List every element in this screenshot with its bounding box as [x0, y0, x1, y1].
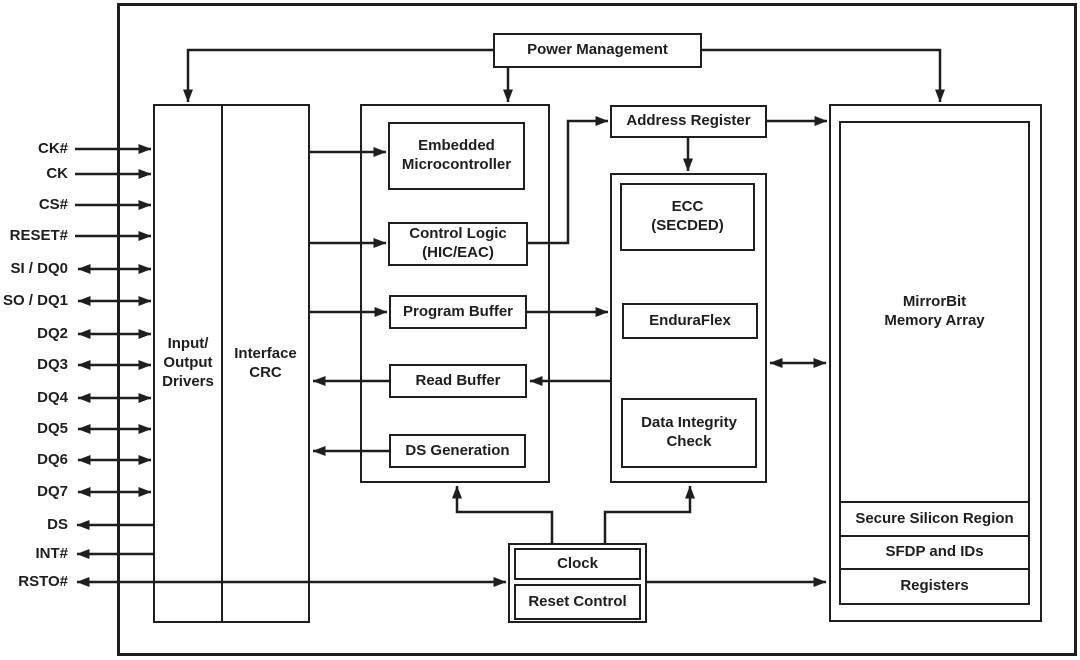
pin-label-dq3: DQ3 — [37, 356, 68, 373]
block-ecc-secded: ECC (SECDED) — [620, 183, 755, 251]
pin-label-so-dq1: SO / DQ1 — [2, 292, 68, 309]
block-enduraflex: EnduraFlex — [622, 303, 758, 339]
block-program-buffer: Program Buffer — [389, 295, 527, 329]
block-reset-control: Reset Control — [514, 584, 641, 620]
pin-label-ck: CK — [46, 165, 68, 182]
pin-label-rsto-n: RSTO# — [18, 573, 68, 590]
pin-label-dq4: DQ4 — [37, 389, 68, 406]
pin-label-dq6: DQ6 — [37, 451, 68, 468]
block-mirrorbit-memory-array: MirrorBit Memory Array — [839, 121, 1030, 503]
pin-label-dq5: DQ5 — [37, 420, 68, 437]
block-interface-crc: Interface CRC — [221, 104, 310, 623]
block-data-integrity-check: Data Integrity Check — [621, 398, 757, 468]
block-registers: Registers — [839, 568, 1030, 605]
block-embedded-microcontroller: Embedded Microcontroller — [388, 122, 525, 190]
pin-label-dq2: DQ2 — [37, 325, 68, 342]
block-ds-generation: DS Generation — [389, 434, 526, 468]
pin-label-reset-n: RESET# — [9, 227, 68, 244]
block-secure-silicon-region: Secure Silicon Region — [839, 501, 1030, 537]
block-clock: Clock — [514, 548, 641, 580]
block-read-buffer: Read Buffer — [389, 364, 527, 398]
block-power-management: Power Management — [493, 33, 702, 68]
pin-label-ds: DS — [47, 516, 68, 533]
block-address-register: Address Register — [610, 105, 767, 138]
pin-label-int-n: INT# — [35, 545, 68, 562]
pin-label-si-dq0: SI / DQ0 — [10, 260, 68, 277]
block-sfdp-and-ids: SFDP and IDs — [839, 535, 1030, 570]
pin-label-dq7: DQ7 — [37, 483, 68, 500]
pin-label-cs-n: CS# — [38, 196, 68, 213]
block-io-drivers: Input/ Output Drivers — [153, 104, 223, 623]
block-control-logic: Control Logic (HIC/EAC) — [388, 222, 528, 266]
pin-label-ck-n: CK# — [37, 140, 68, 157]
